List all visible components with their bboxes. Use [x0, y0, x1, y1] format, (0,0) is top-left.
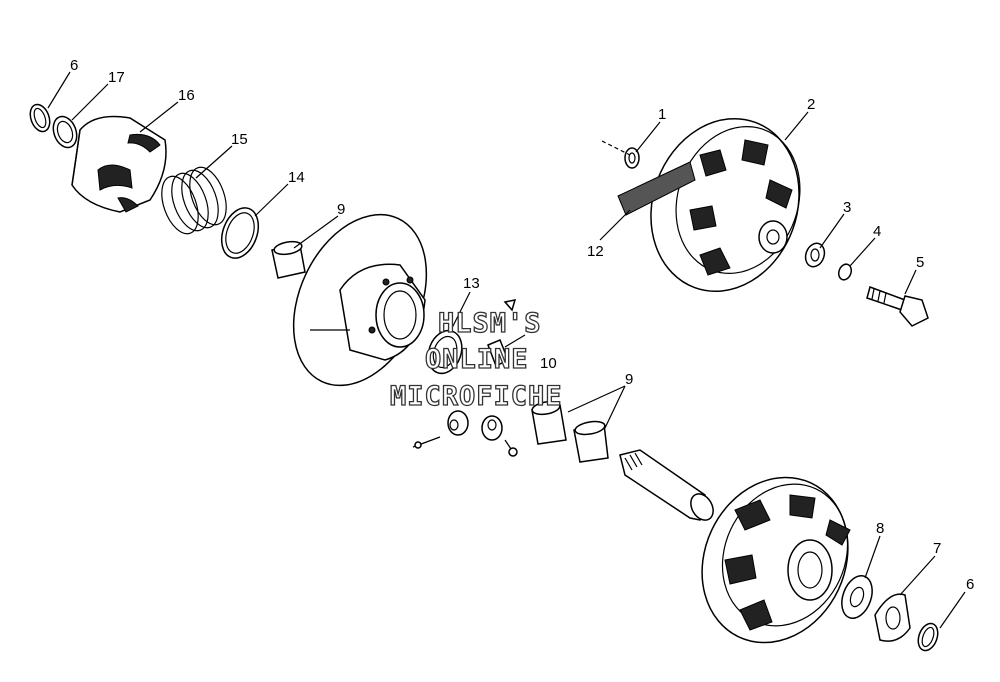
callout-15: 15	[231, 131, 248, 148]
part-13-washer	[427, 329, 463, 375]
part-2-fixed-sheave-upper	[650, 117, 801, 293]
callout-12: 12	[587, 243, 604, 260]
watermark-line-3: MICROFICHE	[390, 381, 563, 412]
callout-9-lower: 9	[625, 371, 633, 388]
callout-6-top-left: 6	[70, 57, 78, 74]
callout-17: 17	[108, 69, 125, 86]
callout-7: 7	[933, 540, 941, 557]
part-1-washer	[624, 147, 640, 169]
shaft	[619, 449, 714, 521]
watermark: HLSM'S ONLINE MICROFICHE	[389, 307, 563, 412]
callout-4: 4	[873, 223, 881, 240]
callout-6-bottom-right: 6	[966, 576, 974, 593]
callout-1: 1	[658, 106, 666, 123]
part-6-snap-ring-right	[917, 622, 939, 652]
part-7-plate	[874, 593, 911, 642]
part-5-bolt	[866, 286, 929, 327]
part-4-lock-washer	[837, 263, 853, 281]
callout-10: 10	[540, 355, 557, 372]
callout-13: 13	[463, 275, 480, 292]
callout-2: 2	[807, 96, 815, 113]
callout-5: 5	[916, 254, 924, 271]
part-9-bushings-lower	[531, 400, 609, 463]
callout-3: 3	[843, 199, 851, 216]
part-6-snap-ring-left	[29, 103, 51, 133]
watermark-line-1: HLSM'S	[438, 308, 542, 339]
part-14-ring	[220, 207, 260, 259]
part-17-washer	[52, 115, 78, 149]
part-9-bushing-upper	[271, 240, 306, 279]
callout-14: 14	[288, 169, 305, 186]
callout-8: 8	[876, 520, 884, 537]
part-16-cam	[71, 115, 167, 213]
part-15-spring	[161, 166, 227, 235]
callout-9-upper: 9	[337, 201, 345, 218]
callout-labels: 6 17 16 15 14 9 13 10 9 1 2 3 4 5 12 8 7…	[70, 57, 974, 593]
part-10-roller-set	[412, 299, 518, 457]
part-8-washer	[841, 575, 873, 619]
watermark-line-2: ONLINE	[425, 344, 529, 375]
callout-16: 16	[178, 87, 195, 104]
centerline	[601, 140, 631, 156]
part-12-belt	[617, 161, 696, 216]
leader-lines	[47, 71, 966, 629]
movable-sheave	[292, 213, 428, 387]
part-3-washer	[804, 242, 826, 268]
fixed-sheave-lower	[701, 476, 851, 644]
